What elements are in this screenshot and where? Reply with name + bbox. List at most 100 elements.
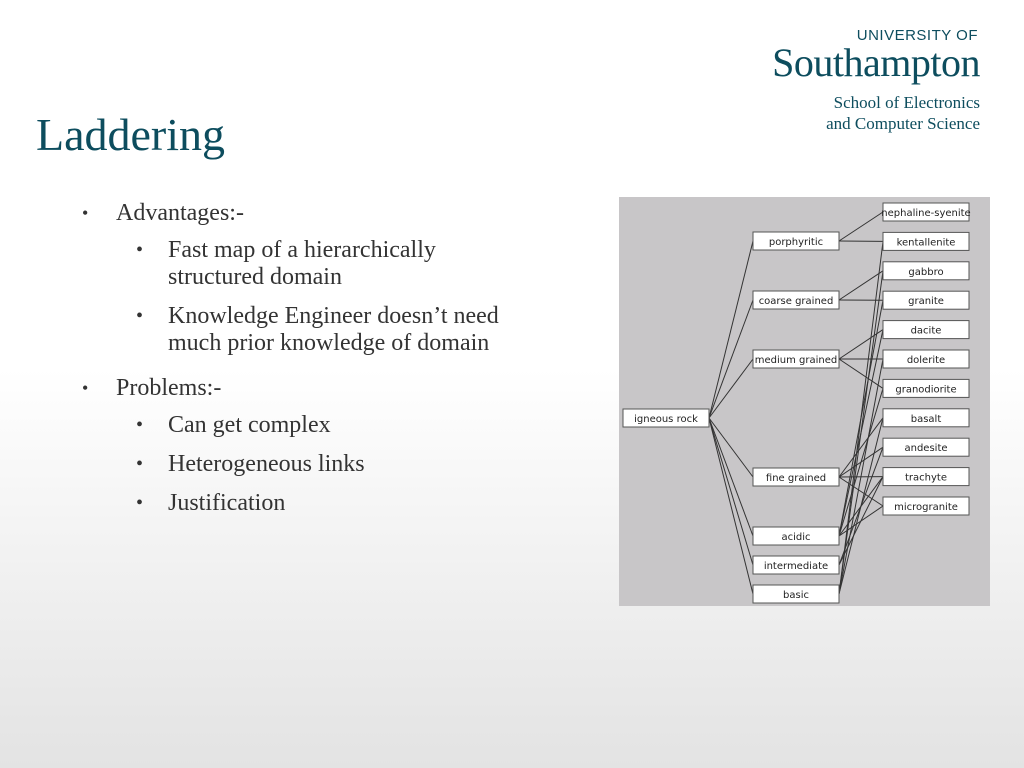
node-box <box>752 467 840 487</box>
node-porphyritic: porphyritic <box>752 231 840 251</box>
university-logo: UNIVERSITY OF Southampton School of Elec… <box>772 28 980 134</box>
edge-fine-grained-microgranite <box>838 476 884 507</box>
node-box <box>882 290 970 310</box>
node-andesite: andesite <box>882 437 970 457</box>
node-trachyte: trachyte <box>882 467 970 487</box>
node-intermediate: intermediate <box>752 555 840 575</box>
node-label: acidic <box>781 532 810 543</box>
sub-bullet: • Can get complex <box>76 412 516 439</box>
node-box <box>882 437 970 457</box>
laddering-diagram: igneous rock porphyritic coarse grained med… <box>619 197 990 606</box>
bullet-problems: • Problems:- <box>76 375 516 402</box>
node-box <box>882 467 970 487</box>
logo-university-of: UNIVERSITY OF <box>856 27 978 44</box>
node-box <box>752 555 840 575</box>
node-nephaline-syenite: nephaline-syenite <box>881 202 971 222</box>
edge-igneous-rock-porphyritic <box>708 240 754 419</box>
node-box <box>752 349 840 369</box>
edge-intermediate-trachyte <box>838 476 884 566</box>
node-igneous-rock: igneous rock <box>622 408 710 428</box>
node-label: intermediate <box>764 561 828 572</box>
node-box <box>882 202 970 222</box>
node-box <box>752 290 840 310</box>
node-label: fine grained <box>766 473 826 484</box>
bullet-marker: • <box>136 414 144 436</box>
node-label: dolerite <box>907 355 945 366</box>
edge-porphyritic-nephaline-syenite <box>838 211 884 242</box>
node-box <box>882 496 970 516</box>
sub-bullet-text: Heterogeneous links <box>168 451 365 477</box>
node-fine-grained: fine grained <box>752 467 840 487</box>
logo-southampton: Southampton <box>772 40 980 85</box>
diagram-edges <box>708 211 884 595</box>
edge-igneous-rock-basic <box>708 417 754 595</box>
node-label: coarse grained <box>759 296 834 307</box>
node-gabbro: gabbro <box>882 261 970 281</box>
node-microgranite: microgranite <box>882 496 970 516</box>
bullet-text: Advantages:- <box>116 200 244 226</box>
node-granite: granite <box>882 290 970 310</box>
edge-basic-gabbro <box>838 270 884 595</box>
sub-bullet-text: Knowledge Engineer doesn’t need much pri… <box>168 303 499 356</box>
node-label: dacite <box>911 326 942 337</box>
node-label: microgranite <box>894 502 958 513</box>
node-label: trachyte <box>905 473 947 484</box>
node-label: basic <box>783 590 809 601</box>
edge-basic-basalt <box>838 417 884 595</box>
bullet-marker: • <box>136 239 144 261</box>
node-box <box>622 408 710 428</box>
sub-bullet: • Fast map of a hierarchically structure… <box>76 237 516 291</box>
node-box <box>882 378 970 398</box>
node-label: nephaline-syenite <box>881 208 970 219</box>
edge-igneous-rock-fine-grained <box>708 417 754 478</box>
node-basalt: basalt <box>882 408 970 428</box>
edge-igneous-rock-acidic <box>708 417 754 537</box>
node-box <box>882 408 970 428</box>
node-dolerite: dolerite <box>882 349 970 369</box>
edge-igneous-rock-coarse-grained <box>708 299 754 419</box>
sub-bullet-text: Justification <box>168 490 286 516</box>
edge-fine-grained-basalt <box>838 417 884 478</box>
sub-bullet: • Justification <box>76 490 516 517</box>
logo-school-name: School of Electronics and Computer Scien… <box>772 92 980 134</box>
bullet-list: • Advantages:- • Fast map of a hierarchi… <box>76 200 516 529</box>
node-box <box>752 584 840 604</box>
node-box <box>882 261 970 281</box>
node-label: kentallenite <box>897 237 956 248</box>
bullet-advantages: • Advantages:- <box>76 200 516 227</box>
slide-title: Laddering <box>36 109 226 160</box>
node-coarse-grained: coarse grained <box>752 290 840 310</box>
node-granodiorite: granodiorite <box>882 378 970 398</box>
edge-acidic-granodiorite <box>838 388 884 537</box>
bullet-marker: • <box>82 203 89 223</box>
node-box <box>882 320 970 340</box>
node-basic: basic <box>752 584 840 604</box>
edge-igneous-rock-medium-grained <box>708 358 754 419</box>
node-label: igneous rock <box>634 414 698 425</box>
node-box <box>882 231 970 251</box>
node-label: granodiorite <box>895 384 956 395</box>
edge-basic-dolerite <box>838 358 884 595</box>
node-label: granite <box>908 296 944 307</box>
edge-basic-kentallenite <box>838 241 884 595</box>
node-box <box>882 349 970 369</box>
node-acidic: acidic <box>752 526 840 546</box>
node-kentallenite: kentallenite <box>882 231 970 251</box>
node-medium-grained: medium grained <box>752 349 840 369</box>
sub-bullet: • Heterogeneous links <box>76 451 516 478</box>
edge-medium-grained-dacite <box>838 329 884 360</box>
node-label: gabbro <box>908 267 943 278</box>
sub-bullet-text: Fast map of a hierarchically structured … <box>168 237 436 290</box>
node-label: basalt <box>911 414 942 425</box>
bullet-text: Problems:- <box>116 375 222 401</box>
bullet-marker: • <box>136 305 144 327</box>
node-box <box>752 526 840 546</box>
laddering-tree-svg: igneous rock porphyritic coarse grained med… <box>622 202 971 604</box>
edge-medium-grained-granodiorite <box>838 358 884 389</box>
edge-coarse-grained-gabbro <box>838 270 884 301</box>
logo-school-line2: and Computer Science <box>826 114 980 133</box>
logo-school-line1: School of Electronics <box>833 93 980 112</box>
node-label: medium grained <box>755 355 837 366</box>
node-dacite: dacite <box>882 320 970 340</box>
node-label: andesite <box>904 443 947 454</box>
